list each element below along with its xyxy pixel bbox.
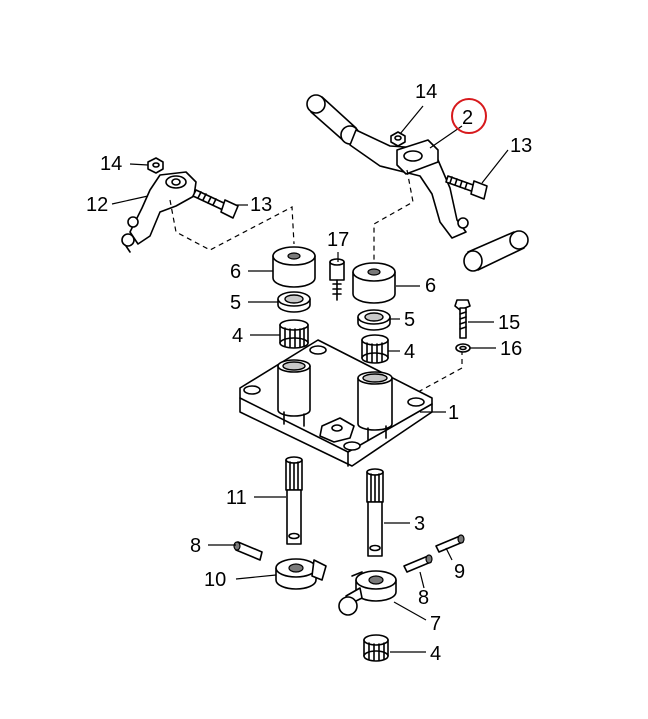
part-15-bolt bbox=[454, 299, 471, 339]
part-14-nut-left bbox=[147, 157, 164, 174]
part-2-lever-arm bbox=[306, 94, 529, 272]
part-10-collar bbox=[275, 558, 327, 590]
part-12-lever bbox=[121, 171, 197, 253]
part-8-pin-left bbox=[233, 541, 263, 561]
part-14-nut-top bbox=[390, 131, 406, 147]
callout-14-top: 14 bbox=[415, 81, 437, 103]
part-17-pin bbox=[329, 258, 345, 301]
assembly-line-right bbox=[373, 169, 414, 262]
part-6-bushing-left bbox=[272, 246, 316, 288]
callout-7: 7 bbox=[430, 613, 441, 635]
assembly-line-16 bbox=[417, 350, 463, 393]
leader-lines bbox=[111, 105, 509, 653]
callout-labels: 14 2 13 14 12 13 17 6 6 5 5 4 4 15 16 1 … bbox=[86, 81, 532, 665]
callout-4-right: 4 bbox=[404, 341, 415, 363]
callout-4-left: 4 bbox=[232, 325, 243, 347]
callout-3: 3 bbox=[414, 513, 425, 535]
callout-6-right: 6 bbox=[425, 275, 436, 297]
callout-9: 9 bbox=[454, 561, 465, 583]
part-5-seal-right bbox=[357, 309, 391, 331]
callout-12: 12 bbox=[86, 194, 108, 216]
callout-5-left: 5 bbox=[230, 292, 241, 314]
part-7-selector bbox=[338, 570, 397, 616]
callout-1: 1 bbox=[448, 402, 459, 424]
part-13-bolt-left bbox=[192, 189, 239, 219]
callout-17: 17 bbox=[327, 229, 349, 251]
callout-4-bottom: 4 bbox=[430, 643, 441, 665]
part-4-bearing-right bbox=[361, 334, 389, 364]
part-13-bolt-right bbox=[445, 175, 488, 200]
callout-11: 11 bbox=[226, 487, 247, 509]
part-16-washer bbox=[455, 343, 471, 353]
callout-16: 16 bbox=[500, 338, 522, 360]
callout-8-right: 8 bbox=[418, 587, 429, 609]
part-5-seal-left bbox=[277, 291, 311, 313]
callout-2: 2 bbox=[462, 107, 473, 129]
part-4-bearing-left bbox=[279, 319, 309, 349]
part-11-shaft bbox=[285, 456, 303, 545]
callout-6-left: 6 bbox=[230, 261, 241, 283]
highlight-circle bbox=[451, 98, 487, 134]
callout-10: 10 bbox=[204, 569, 226, 591]
part-4-bearing-bottom bbox=[363, 634, 389, 662]
part-6-bushing-right bbox=[352, 262, 396, 304]
callout-5-right: 5 bbox=[404, 309, 415, 331]
part-3-shaft bbox=[366, 468, 384, 557]
part-1-housing bbox=[239, 339, 433, 467]
callout-13-left: 13 bbox=[250, 194, 272, 216]
part-9-pin bbox=[435, 534, 465, 553]
part-8-pin-right bbox=[403, 554, 433, 573]
callout-14-left: 14 bbox=[100, 153, 122, 175]
assembly-line-left bbox=[169, 199, 295, 251]
callout-13-right: 13 bbox=[510, 135, 532, 157]
callout-15: 15 bbox=[498, 312, 520, 334]
callout-8-left: 8 bbox=[190, 535, 201, 557]
